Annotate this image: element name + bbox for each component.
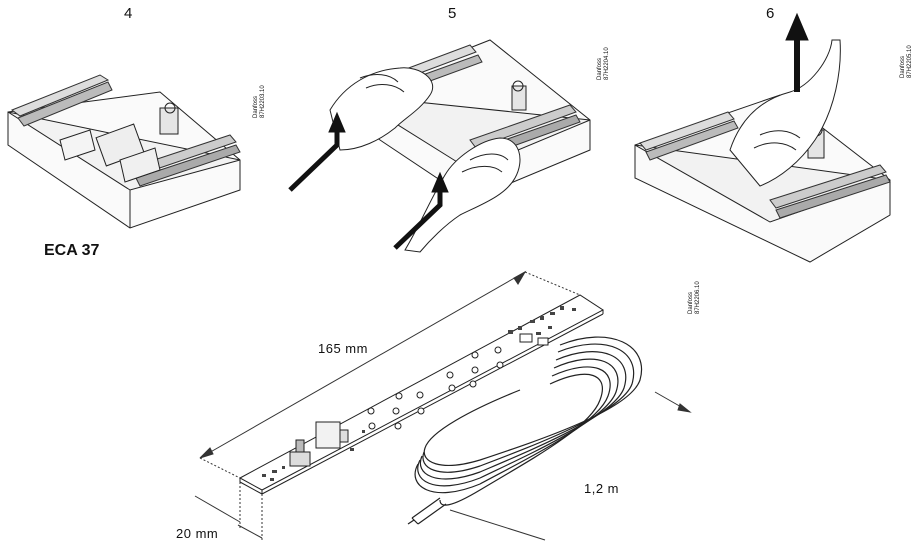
eca37-sensor-board bbox=[238, 294, 604, 495]
controller-base-step-5 bbox=[329, 39, 591, 253]
step-number-4: 4 bbox=[124, 5, 133, 22]
module-title: ECA 37 bbox=[44, 242, 100, 259]
width-dimension-label: 20 mm bbox=[176, 526, 219, 541]
step-number-5: 5 bbox=[448, 5, 457, 22]
step-number-6: 6 bbox=[766, 5, 775, 22]
controller-base-step-6 bbox=[634, 39, 891, 263]
lift-arrows-step-5 bbox=[288, 111, 449, 250]
sensor-cable-coil bbox=[407, 336, 643, 525]
controller-base-step-4 bbox=[7, 74, 241, 229]
dimension-lines bbox=[194, 270, 692, 541]
length-dimension-label: 165 mm bbox=[318, 341, 368, 356]
cable-length-label: 1,2 m bbox=[584, 481, 620, 496]
pull-up-arrow-step-6 bbox=[785, 12, 809, 92]
